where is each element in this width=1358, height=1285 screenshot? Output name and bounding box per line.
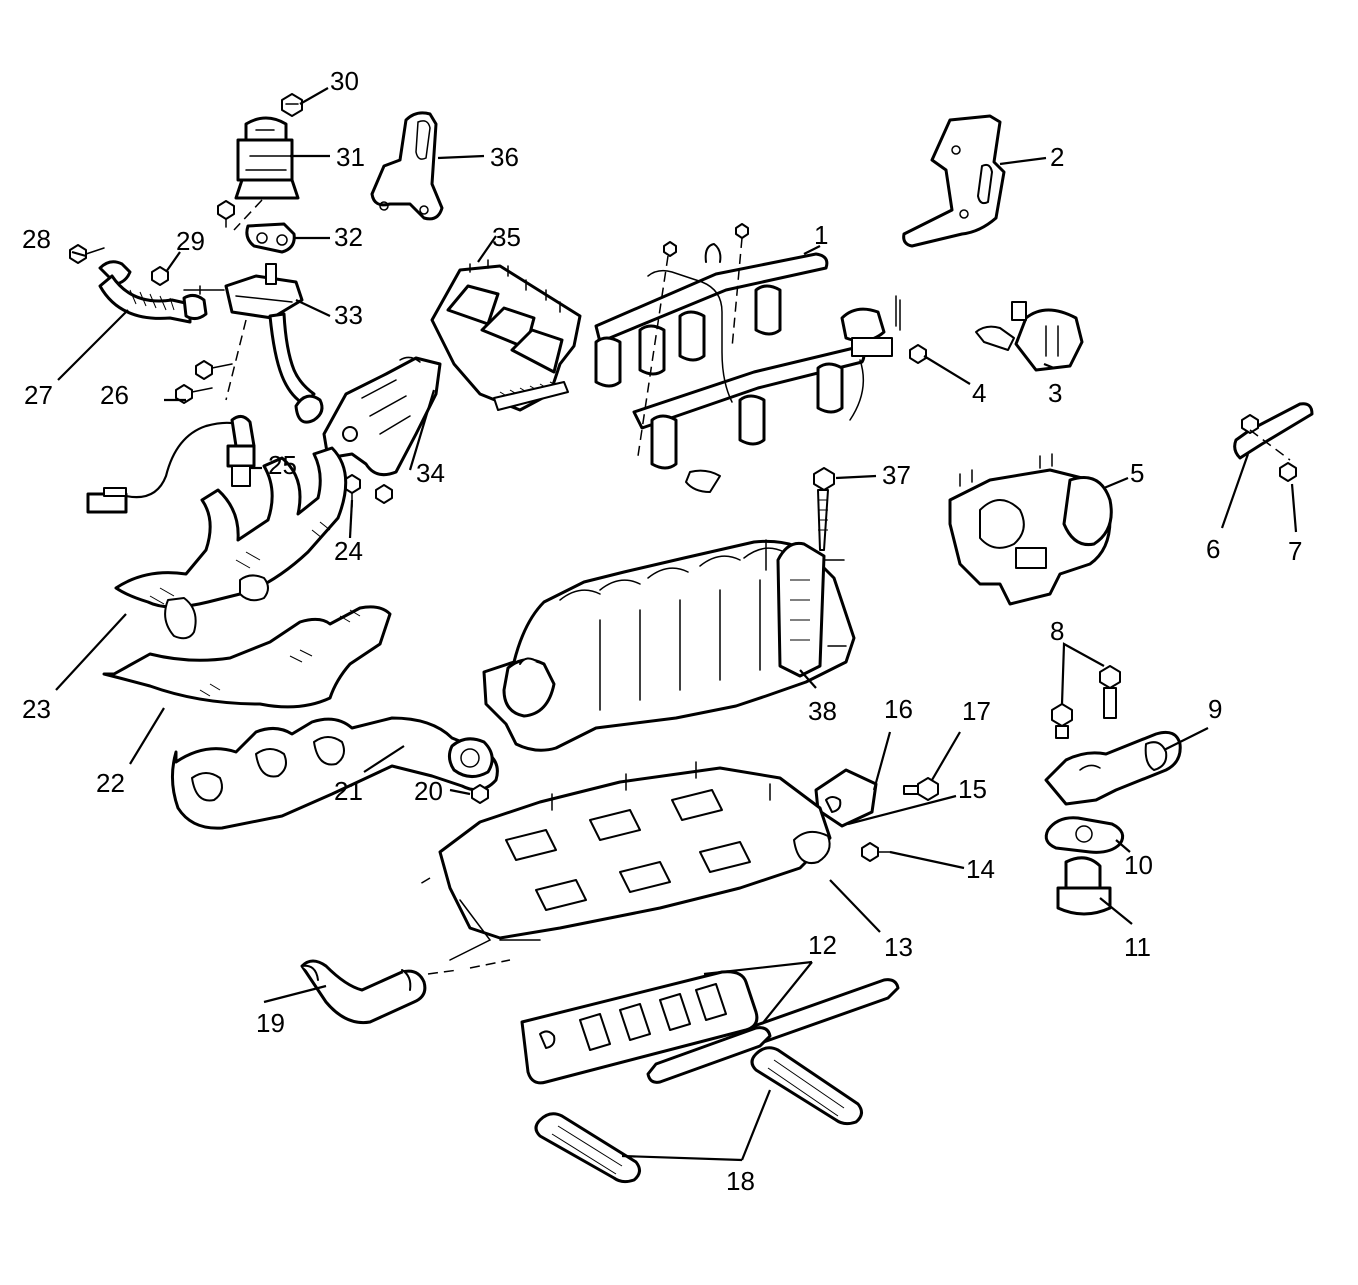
part-8-bolts xyxy=(1051,665,1121,739)
part-23-exhaust-manifold xyxy=(114,446,348,640)
callout-30: 30 xyxy=(330,66,359,96)
callout-37: 37 xyxy=(882,460,911,490)
part-12-intake-gaskets xyxy=(520,970,900,1085)
callout-labels: 30 31 32 33 36 35 34 24 25 26 27 28 29 2… xyxy=(22,66,1302,1196)
callout-29: 29 xyxy=(176,226,205,256)
callout-25: 25 xyxy=(268,450,297,480)
callout-14: 14 xyxy=(966,854,995,884)
callout-3: 3 xyxy=(1048,378,1062,408)
callout-15: 15 xyxy=(958,774,987,804)
leader-lines xyxy=(55,87,1298,1162)
part-33-egr-adapter xyxy=(224,263,324,424)
callout-36: 36 xyxy=(490,142,519,172)
part-32-gasket xyxy=(245,222,296,254)
part-22-heat-shield xyxy=(102,605,392,709)
callout-28: 28 xyxy=(22,224,51,254)
part-21-exhaust-manifold xyxy=(171,716,499,830)
part-2-bracket xyxy=(902,114,1006,248)
callout-20: 20 xyxy=(414,776,443,806)
callout-38: 38 xyxy=(808,696,837,726)
part-1-fuel-rail xyxy=(594,223,866,493)
callout-35: 35 xyxy=(492,222,521,252)
callout-18: 18 xyxy=(726,1166,755,1196)
part-38-upper-intake-manifold xyxy=(482,539,856,752)
part-13-lower-intake-manifold xyxy=(419,761,832,961)
callout-1: 1 xyxy=(814,220,828,250)
part-31-egr-valve xyxy=(233,116,300,231)
part-37-bolt xyxy=(813,467,835,551)
callout-31: 31 xyxy=(336,142,365,172)
part-18-end-seals xyxy=(534,1046,863,1184)
callout-33: 33 xyxy=(334,300,363,330)
callout-5: 5 xyxy=(1130,458,1144,488)
part-36-bracket xyxy=(370,111,444,221)
callout-22: 22 xyxy=(96,768,125,798)
callout-27: 27 xyxy=(24,380,53,410)
callout-6: 6 xyxy=(1206,534,1220,564)
callout-9: 9 xyxy=(1208,694,1222,724)
part-11-thermostat xyxy=(1056,856,1112,916)
part-35-ignition-coil-pack xyxy=(430,259,582,412)
callout-19: 19 xyxy=(256,1008,285,1038)
part-34-coil-bracket xyxy=(322,356,442,477)
part-6-bracket xyxy=(1233,402,1314,461)
part-5-throttle-body xyxy=(948,453,1113,606)
part-20-stud xyxy=(471,784,489,804)
part-27-egr-pipe xyxy=(98,260,208,324)
callout-12: 12 xyxy=(808,930,837,960)
callout-16: 16 xyxy=(884,694,913,724)
part-28-bolt xyxy=(69,244,105,264)
callout-32: 32 xyxy=(334,222,363,252)
callout-10: 10 xyxy=(1124,850,1153,880)
callout-26: 26 xyxy=(100,380,129,410)
part-14-sensor xyxy=(861,842,891,862)
part-9-thermostat-housing xyxy=(1044,730,1182,806)
callout-4: 4 xyxy=(972,378,986,408)
callout-24: 24 xyxy=(334,536,363,566)
part-29-nut xyxy=(151,266,225,295)
part-7-bolt xyxy=(1279,462,1297,482)
callout-2: 2 xyxy=(1050,142,1064,172)
callout-23: 23 xyxy=(22,694,51,724)
callout-13: 13 xyxy=(884,932,913,962)
callout-11: 11 xyxy=(1124,932,1151,962)
part-26-bolts xyxy=(175,360,233,404)
callout-17: 17 xyxy=(962,696,991,726)
callout-34: 34 xyxy=(416,458,445,488)
callout-7: 7 xyxy=(1288,536,1302,566)
part-25-oxygen-sensor xyxy=(86,415,256,514)
part-fuel-pressure-regulator xyxy=(840,295,901,421)
part-30-nut xyxy=(281,93,303,117)
part-bolt-egr xyxy=(217,200,235,228)
callout-21: 21 xyxy=(334,776,363,806)
part-19-hose xyxy=(300,959,511,1025)
part-3-sensor xyxy=(975,301,1084,372)
part-10-gasket xyxy=(1044,816,1125,854)
part-16-sensor xyxy=(814,768,878,828)
callout-8: 8 xyxy=(1050,616,1064,646)
part-17-bolt xyxy=(903,777,939,801)
part-24-bolt xyxy=(343,474,393,508)
part-4-nut xyxy=(909,344,927,364)
